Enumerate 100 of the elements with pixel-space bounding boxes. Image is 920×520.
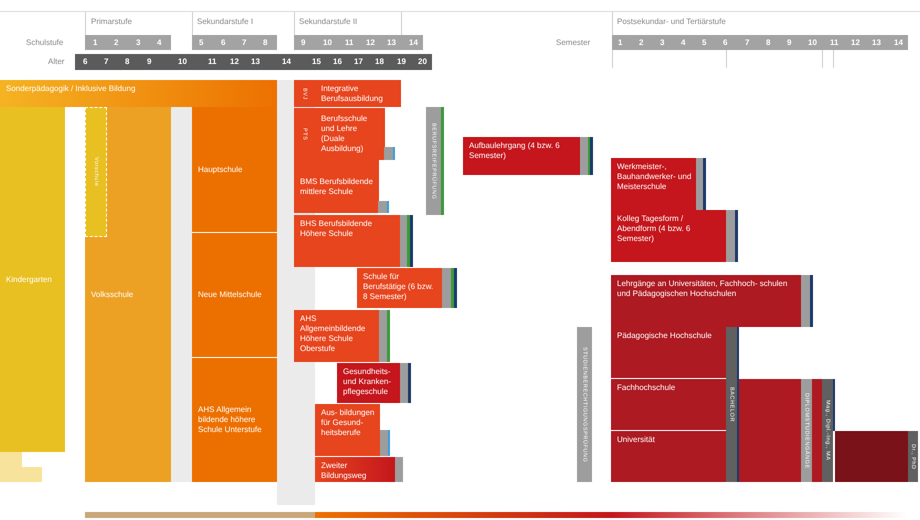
scale-number: 10 (808, 38, 817, 47)
school-box (192, 233, 277, 357)
box-label: AHS Allgemein bildende höhere Schule Unterstufe (198, 405, 263, 435)
scale-number: 3 (660, 38, 664, 47)
box-label: Aufbaulehrgang (4 bzw. 6 Semester) (469, 141, 561, 161)
box-label: Integrative Berufsausbildung (321, 84, 384, 104)
scale-number: 5 (702, 38, 706, 47)
box-label: Universität (617, 435, 656, 445)
scale-number: 8 (263, 38, 268, 47)
scale-number: 15 (312, 57, 321, 66)
scale-number: 11 (830, 38, 838, 47)
scale-number: 1 (618, 38, 622, 47)
box-label: Aus- bildungen für Gesund- heitsberufe (321, 408, 376, 438)
school-box (294, 80, 315, 107)
school-box (611, 431, 726, 482)
scale-number: 6 (221, 38, 226, 47)
box-label: Kindergarten (6, 274, 53, 284)
school-box (357, 268, 442, 308)
school-box (0, 107, 65, 452)
scale-number: 12 (851, 38, 860, 47)
box-label: BMS Berufsbildende mittlere Schule (300, 176, 374, 196)
stage-heading: Postsekundar- und Tertiärstufe (617, 17, 726, 26)
box-label: Sonderpädagogik / Inklusive Bildung (6, 84, 136, 94)
scale-number: 7 (242, 38, 246, 47)
scale-number: 6 (83, 57, 88, 66)
box-label: Hauptschule (198, 164, 244, 174)
school-box (463, 137, 580, 175)
degree-bar (908, 431, 918, 482)
scale-number: 8 (766, 38, 770, 47)
scale-number: 11 (345, 38, 354, 47)
scale-number: 14 (409, 38, 418, 47)
scale-number: 9 (787, 38, 792, 47)
row-label: Alter (48, 57, 64, 66)
scale-number: 13 (872, 38, 881, 47)
box-label: Lehrgänge an Universitäten, Fachhoch- schulen und Pädagogischen Hochschulen (617, 279, 788, 299)
scale-number: 7 (745, 38, 750, 47)
scale-number: 14 (894, 38, 903, 47)
scale-number: 10 (323, 38, 332, 47)
box-label: Berufsschule und Lehre (Duale Ausbildung) (321, 114, 368, 154)
scale-number: 4 (157, 38, 162, 47)
school-box (611, 158, 696, 210)
scale-number: 4 (681, 38, 686, 47)
scale-number: 2 (639, 38, 644, 47)
box-label: Pädagogische Hochschule (617, 331, 713, 341)
scale-number: 12 (230, 57, 239, 66)
scale-number: 17 (354, 57, 363, 66)
school-box (294, 160, 379, 213)
school-box (294, 310, 379, 362)
school-box (611, 379, 726, 430)
scale-number: 3 (136, 38, 140, 47)
row-label: Schulstufe (26, 38, 64, 47)
box-label: Werkmeister-, Bauhandwerker- und Meisterschule (617, 162, 692, 192)
school-box (192, 107, 277, 232)
box-label: Zweiter Bildungsweg (321, 461, 368, 481)
scale-number: 2 (114, 38, 118, 47)
box-label: Fachhochschule (617, 383, 676, 393)
box-label: Gesundheits- und Kranken- pflegeschule (343, 367, 392, 397)
row-label: Semester (556, 38, 590, 47)
stage-heading: Primarstufe (91, 17, 132, 26)
scale-number: 18 (375, 57, 384, 66)
scale-number: 19 (397, 57, 406, 66)
degree-bar (726, 327, 737, 482)
school-box (611, 210, 726, 262)
degree-bar (822, 379, 833, 482)
school-box (85, 107, 107, 237)
stage-heading: Sekundarstufe I (197, 17, 254, 26)
band (0, 80, 277, 107)
scale-number: 13 (387, 38, 396, 47)
scale-number: 9 (301, 38, 306, 47)
study-band (739, 379, 833, 482)
school-box (611, 327, 726, 378)
exam-bar (426, 107, 441, 215)
school-box (315, 80, 401, 107)
scale-number: 20 (418, 57, 427, 66)
box-label: AHS Allgemeinbildende Höhere Schule Oberstufe (300, 314, 366, 354)
scale-number: 7 (104, 57, 108, 66)
school-box (337, 363, 400, 403)
scale-number: 8 (125, 57, 130, 66)
scale-number: 1 (93, 38, 98, 47)
scale-number: 11 (208, 57, 216, 66)
school-box (85, 107, 171, 482)
scale-number: 5 (199, 38, 204, 47)
doctorate-band (835, 431, 908, 482)
scale-number: 12 (366, 38, 375, 47)
school-box (315, 404, 380, 456)
exam-bar (577, 327, 592, 482)
box-label: BHS Berufsbildende Höhere Schule (300, 219, 374, 239)
school-box (315, 457, 395, 482)
box-label: Volksschule (91, 290, 134, 300)
school-box (611, 275, 801, 327)
scale-number: 9 (147, 57, 152, 66)
degree-bar (801, 379, 812, 482)
school-box (192, 358, 277, 482)
scale-number: 10 (178, 57, 187, 66)
box-label: Kolleg Tagesform / Abendform (4 bzw. 6 Semester) (617, 214, 692, 244)
box-label: Neue Mittelschule (198, 290, 263, 300)
box-label: Schule für Berufstätige (6 bzw. 8 Semester) (363, 272, 434, 302)
scale-number: 13 (251, 57, 260, 66)
scale-number: 6 (723, 38, 728, 47)
school-box (294, 215, 400, 267)
